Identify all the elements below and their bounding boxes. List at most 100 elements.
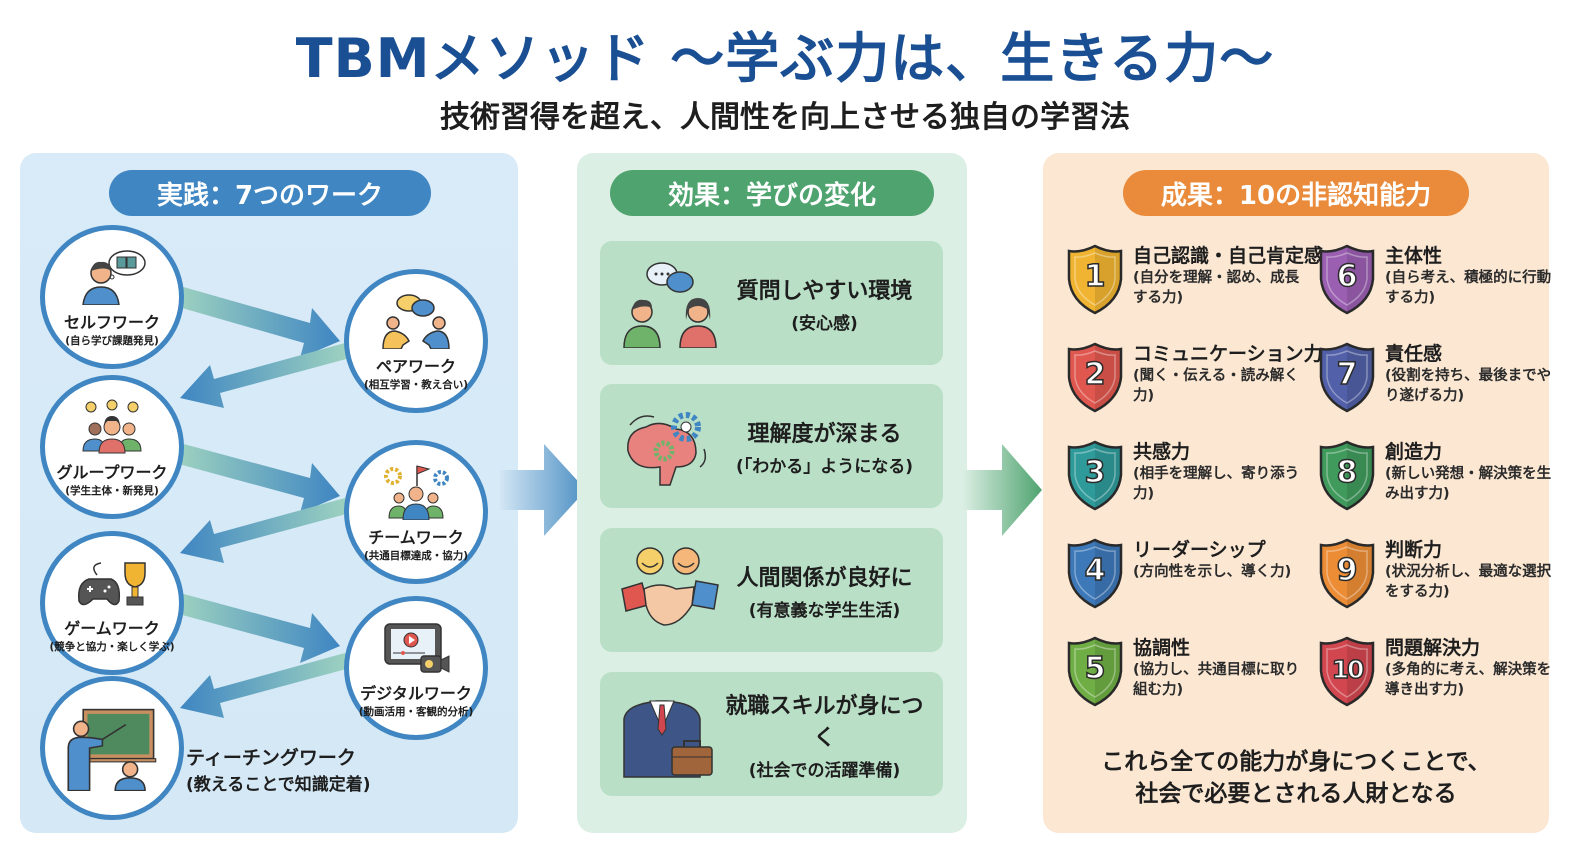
ability-name: コミュニケーション力: [1133, 343, 1323, 365]
work-name: ティーチングワーク: [186, 747, 356, 769]
arrow-pair-to-group: [180, 343, 350, 408]
work-flow-arrows: [175, 286, 350, 718]
ability-desc: (新しい発想・解決策を生み出す力): [1385, 466, 1552, 502]
ability-name: 判断力: [1385, 539, 1443, 561]
arrow-practice-to-effects: [500, 444, 586, 536]
shield-badge-icon: 7: [1317, 341, 1377, 413]
arrow-game-to-digital: [175, 593, 340, 663]
ability-name: 創造力: [1385, 441, 1443, 463]
ability-item: 5 協調性 (協力し、共通目標に取り組む力): [1065, 635, 1301, 715]
work-desc: (自ら学び課題発見): [65, 335, 159, 347]
work-pair: ペアワーク (相互学習・教え合い): [344, 269, 488, 413]
ability-desc: (状況分析し、最適な選択をする力): [1385, 564, 1552, 600]
ability-name: 問題解決力: [1385, 637, 1481, 659]
work-name: セルフワーク: [63, 313, 160, 332]
ability-number: 2: [1084, 356, 1106, 393]
teaching-work-label: ティーチングワーク (教えることで知識定着): [186, 743, 371, 795]
ability-desc: (相手を理解し、寄り添う力): [1133, 466, 1300, 502]
page-subtitle: 技術習得を超え、人間性を向上させる独自の学習法: [440, 100, 1130, 135]
work-name: チームワーク: [368, 528, 464, 547]
effect-subtitle: (有意義な学生生活): [748, 600, 901, 621]
ability-item: 8 創造力 (新しい発想・解決策を生み出す力): [1317, 439, 1553, 519]
ability-name: リーダーシップ: [1133, 539, 1266, 561]
ability-desc: (自ら考え、積極的に行動する力): [1385, 270, 1552, 306]
ability-item: 10 問題解決力 (多角的に考え、解決策を導き出す力): [1317, 635, 1553, 715]
conclusion-line: 社会で必要とされる人財となる: [1135, 781, 1457, 807]
effect-title: 質問しやすい環境: [736, 278, 913, 304]
ability-desc: (協力し、共通目標に取り組む力): [1133, 662, 1300, 698]
ability-item: 1 自己認識・自己肯定感 (自分を理解・認め、成長する力): [1065, 243, 1323, 323]
effect-card: 理解度が深まる (「わかる」ようになる): [600, 384, 943, 508]
shield-badge-icon: 4: [1065, 537, 1125, 609]
work-desc: (教えることで知識定着): [186, 775, 371, 795]
ability-name: 自己認識・自己肯定感: [1133, 245, 1324, 267]
shield-badge-icon: 8: [1317, 439, 1377, 511]
ability-desc: (多角的に考え、解決策を導き出す力): [1385, 662, 1552, 698]
pair-conversation-icon: [382, 294, 450, 349]
effect-card: 質問しやすい環境 (安心感): [600, 241, 943, 365]
ability-number: 3: [1084, 454, 1106, 491]
effect-card: 就職スキルが身につく (社会での活躍準備): [600, 672, 943, 796]
results-panel: 成果：10の非認知能力 1 自己認識・自己肯定感 (自分を理解・認め、成長する力) 2…: [1043, 153, 1551, 833]
ability-item: 9 判断力 (状況分析し、最適な選択をする力): [1317, 537, 1553, 617]
suit-briefcase-icon: [623, 700, 713, 778]
ability-number: 7: [1336, 356, 1358, 393]
effect-title: 就職スキルが身につく: [725, 693, 924, 751]
arrow-team-to-game: [180, 498, 350, 563]
ability-number: 6: [1336, 258, 1358, 295]
work-desc: (共通目標達成・協力): [363, 550, 469, 562]
arrow-effects-to-results: [962, 444, 1042, 536]
work-name: ペアワーク: [375, 357, 456, 376]
shield-badge-icon: 6: [1317, 243, 1377, 315]
work-teaching: [40, 676, 184, 820]
arrow-self-to-pair: [175, 286, 340, 358]
effect-subtitle: (「わかる」ようになる): [735, 456, 914, 477]
practice-heading: 実践：7つのワーク: [109, 170, 431, 216]
effect-subtitle: (社会での活躍準備): [748, 760, 901, 781]
ability-number: 8: [1336, 454, 1358, 491]
tablet-video-camera-icon: [384, 623, 450, 673]
ability-desc: (自分を理解・認め、成長する力): [1133, 270, 1300, 306]
work-desc: (学生主体・新発見): [65, 485, 159, 497]
ability-number: 1: [1084, 258, 1106, 295]
ability-number: 10: [1331, 654, 1365, 685]
shield-badge-icon: 9: [1317, 537, 1377, 609]
work-desc: (動画活用・客観的分析): [358, 706, 474, 718]
effect-card: 人間関係が良好に (有意義な学生生活): [600, 528, 943, 652]
ability-desc: (聞く・伝える・読み解く力): [1133, 368, 1299, 404]
work-self: セルフワーク (自ら学び課題発見): [40, 225, 184, 369]
handshake-smiles-icon: [621, 547, 719, 626]
two-people-speech-icon: [623, 262, 717, 348]
shield-badge-icon: 10: [1317, 635, 1377, 707]
results-heading: 成果：10の非認知能力: [1123, 170, 1469, 216]
conclusion-line: これら全ての能力が身につくことで、: [1101, 749, 1491, 775]
effect-title: 人間関係が良好に: [736, 565, 913, 591]
shield-badge-icon: 3: [1065, 439, 1125, 511]
work-desc: (競争と協力・楽しく学ぶ): [49, 641, 175, 653]
shield-badge-icon: 5: [1065, 635, 1125, 707]
ability-desc: (方向性を示し、導く力): [1133, 564, 1292, 580]
ability-item: 6 主体性 (自ら考え、積極的に行動する力): [1317, 243, 1553, 323]
work-game: ゲームワーク (競争と協力・楽しく学ぶ): [40, 531, 184, 675]
arrow-group-to-team: [175, 443, 340, 513]
effect-title: 理解度が深まる: [747, 421, 902, 447]
ability-item: 4 リーダーシップ (方向性を示し、導く力): [1065, 537, 1301, 617]
arrow-digital-to-teaching: [180, 653, 350, 718]
person-thinking-book-icon: [82, 250, 146, 305]
ability-number: 4: [1084, 552, 1106, 589]
effects-heading: 効果：学びの変化: [610, 170, 934, 216]
ability-name: 主体性: [1385, 245, 1443, 267]
teacher-blackboard-icon: [67, 708, 157, 791]
ability-item: 2 コミュニケーション力 (聞く・伝える・読み解く力): [1065, 341, 1323, 421]
gamepad-trophy-icon: [77, 562, 146, 606]
ability-name: 責任感: [1385, 343, 1443, 365]
work-team: チームワーク (共通目標達成・協力): [344, 440, 488, 584]
ability-name: 協調性: [1133, 637, 1191, 659]
brain-gears-icon: [627, 412, 707, 486]
ability-item: 7 責任感 (役割を持ち、最後までやり遂げる力): [1317, 341, 1553, 421]
conclusion-text: これら全ての能力が身につくことで、 社会で必要とされる人財となる: [1043, 746, 1549, 810]
ability-desc: (役割を持ち、最後までやり遂げる力): [1385, 368, 1552, 404]
effect-subtitle: (安心感): [791, 313, 858, 334]
ability-number: 5: [1084, 650, 1106, 687]
